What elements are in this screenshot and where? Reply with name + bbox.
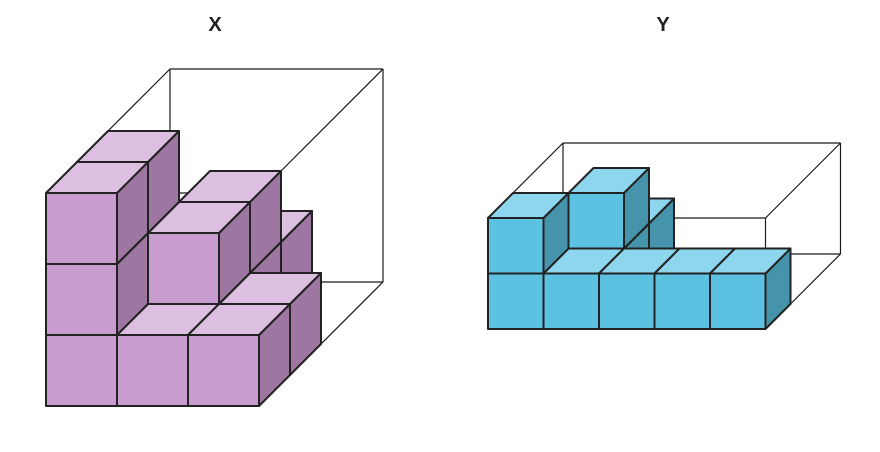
figure-y-label: Y xyxy=(656,14,670,36)
figure-x-cubes xyxy=(45,130,322,407)
figure-x-cube xyxy=(45,161,149,265)
figure-y-cube xyxy=(567,167,650,250)
figure-y-cube xyxy=(487,192,570,275)
figure-y-cubes xyxy=(487,167,792,330)
figure-x xyxy=(45,68,384,407)
figure-x-cube xyxy=(147,201,251,305)
figure-x-cube xyxy=(187,303,291,407)
figure-x-label: X xyxy=(208,14,222,36)
figure-y xyxy=(487,142,842,330)
figure-y-cube xyxy=(709,247,792,330)
